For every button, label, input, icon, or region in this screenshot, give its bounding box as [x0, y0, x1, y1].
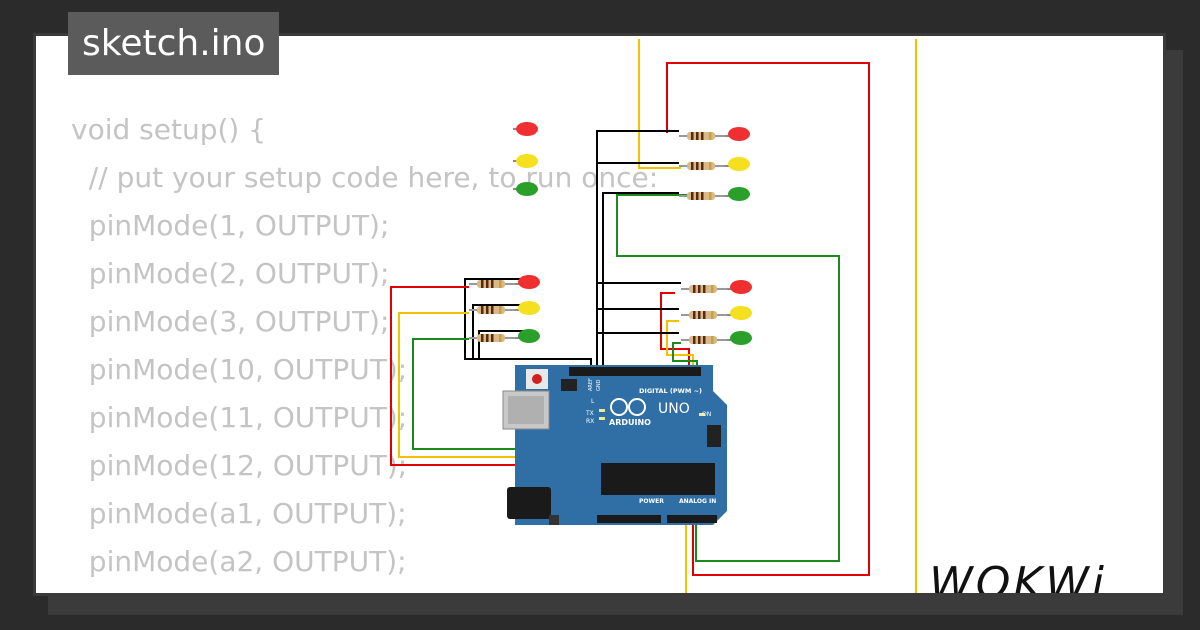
- wokwi-logo: WOKWi: [929, 558, 1107, 596]
- code-line: pinMode(3, OUTPUT);: [71, 305, 390, 338]
- led-red: [515, 275, 540, 289]
- l-label: L: [591, 398, 595, 405]
- analog-label: ANALOG IN: [679, 498, 716, 505]
- wire-black: [602, 192, 679, 371]
- led-red: [725, 127, 750, 141]
- traffic-light-mid-right: [681, 280, 752, 345]
- code-line: pinMode(a3, OUTPUT);: [71, 593, 407, 596]
- code-line: void setup() {: [71, 113, 267, 146]
- code-line: pinMode(a2, OUTPUT);: [71, 545, 407, 578]
- tx-label: TX: [585, 410, 594, 417]
- resistor: [679, 162, 725, 170]
- resistor: [469, 306, 515, 314]
- wire-red: [666, 62, 870, 576]
- power-header: [597, 515, 661, 523]
- led-yellow: [513, 154, 538, 168]
- on-label: ON: [702, 411, 711, 418]
- resistor: [681, 285, 727, 293]
- standalone-leds: [513, 122, 538, 196]
- resistor: [679, 132, 725, 140]
- led-green: [727, 331, 752, 345]
- digital-label: DIGITAL (PWM ~): [639, 387, 702, 395]
- resistor: [681, 311, 727, 319]
- code-line: pinMode(10, OUTPUT);: [71, 353, 408, 386]
- wire-black: [472, 304, 523, 359]
- board-model-label: UNO: [658, 401, 690, 417]
- wire-yellow: [685, 39, 917, 593]
- led-green: [513, 182, 538, 196]
- led-red: [727, 280, 752, 294]
- traffic-light-top-right: [679, 127, 750, 201]
- traffic-light-left: [469, 275, 540, 343]
- wire-black: [464, 278, 592, 371]
- circuit-diagram: UNO ARDUINO DIGITAL (PWM ~) POWER ANALOG…: [390, 39, 917, 593]
- arduino-uno[interactable]: UNO ARDUINO DIGITAL (PWM ~) POWER ANALOG…: [502, 365, 727, 525]
- power-label: POWER: [639, 498, 664, 505]
- board-brand-label: ARDUINO: [609, 418, 651, 427]
- led-green: [515, 329, 540, 343]
- atmega-chip: [601, 463, 715, 495]
- wire-green: [616, 194, 840, 562]
- wire-red: [660, 292, 690, 373]
- code-editor: void setup() { // put your setup code he…: [71, 106, 658, 596]
- arduino-logo-icon: [610, 398, 628, 416]
- resistor: [681, 336, 727, 344]
- code-line: pinMode(1, OUTPUT);: [71, 209, 390, 242]
- preview-card: void setup() { // put your setup code he…: [33, 33, 1166, 596]
- digital-header: [569, 367, 701, 376]
- code-line: pinMode(a1, OUTPUT);: [71, 497, 407, 530]
- code-line: pinMode(11, OUTPUT);: [71, 401, 408, 434]
- rx-label: RX: [586, 418, 594, 425]
- code-line: pinMode(12, OUTPUT);: [71, 449, 408, 482]
- led-yellow: [725, 157, 750, 171]
- wire-yellow: [638, 39, 681, 169]
- code-line: pinMode(2, OUTPUT);: [71, 257, 390, 290]
- aref-label: AREF: [588, 378, 594, 391]
- resistor: [679, 192, 725, 200]
- led-green: [725, 187, 750, 201]
- resistor: [469, 280, 515, 288]
- power-jack: [507, 487, 551, 519]
- resistor: [469, 334, 515, 342]
- led-red: [513, 122, 538, 136]
- led-yellow: [515, 301, 540, 315]
- analog-header: [667, 515, 717, 523]
- led-yellow: [727, 306, 752, 320]
- gnd-label: GND: [596, 379, 602, 391]
- wire-black: [478, 330, 523, 359]
- sketch-filename-tab: sketch.ino: [68, 12, 280, 75]
- wire-black: [596, 130, 679, 371]
